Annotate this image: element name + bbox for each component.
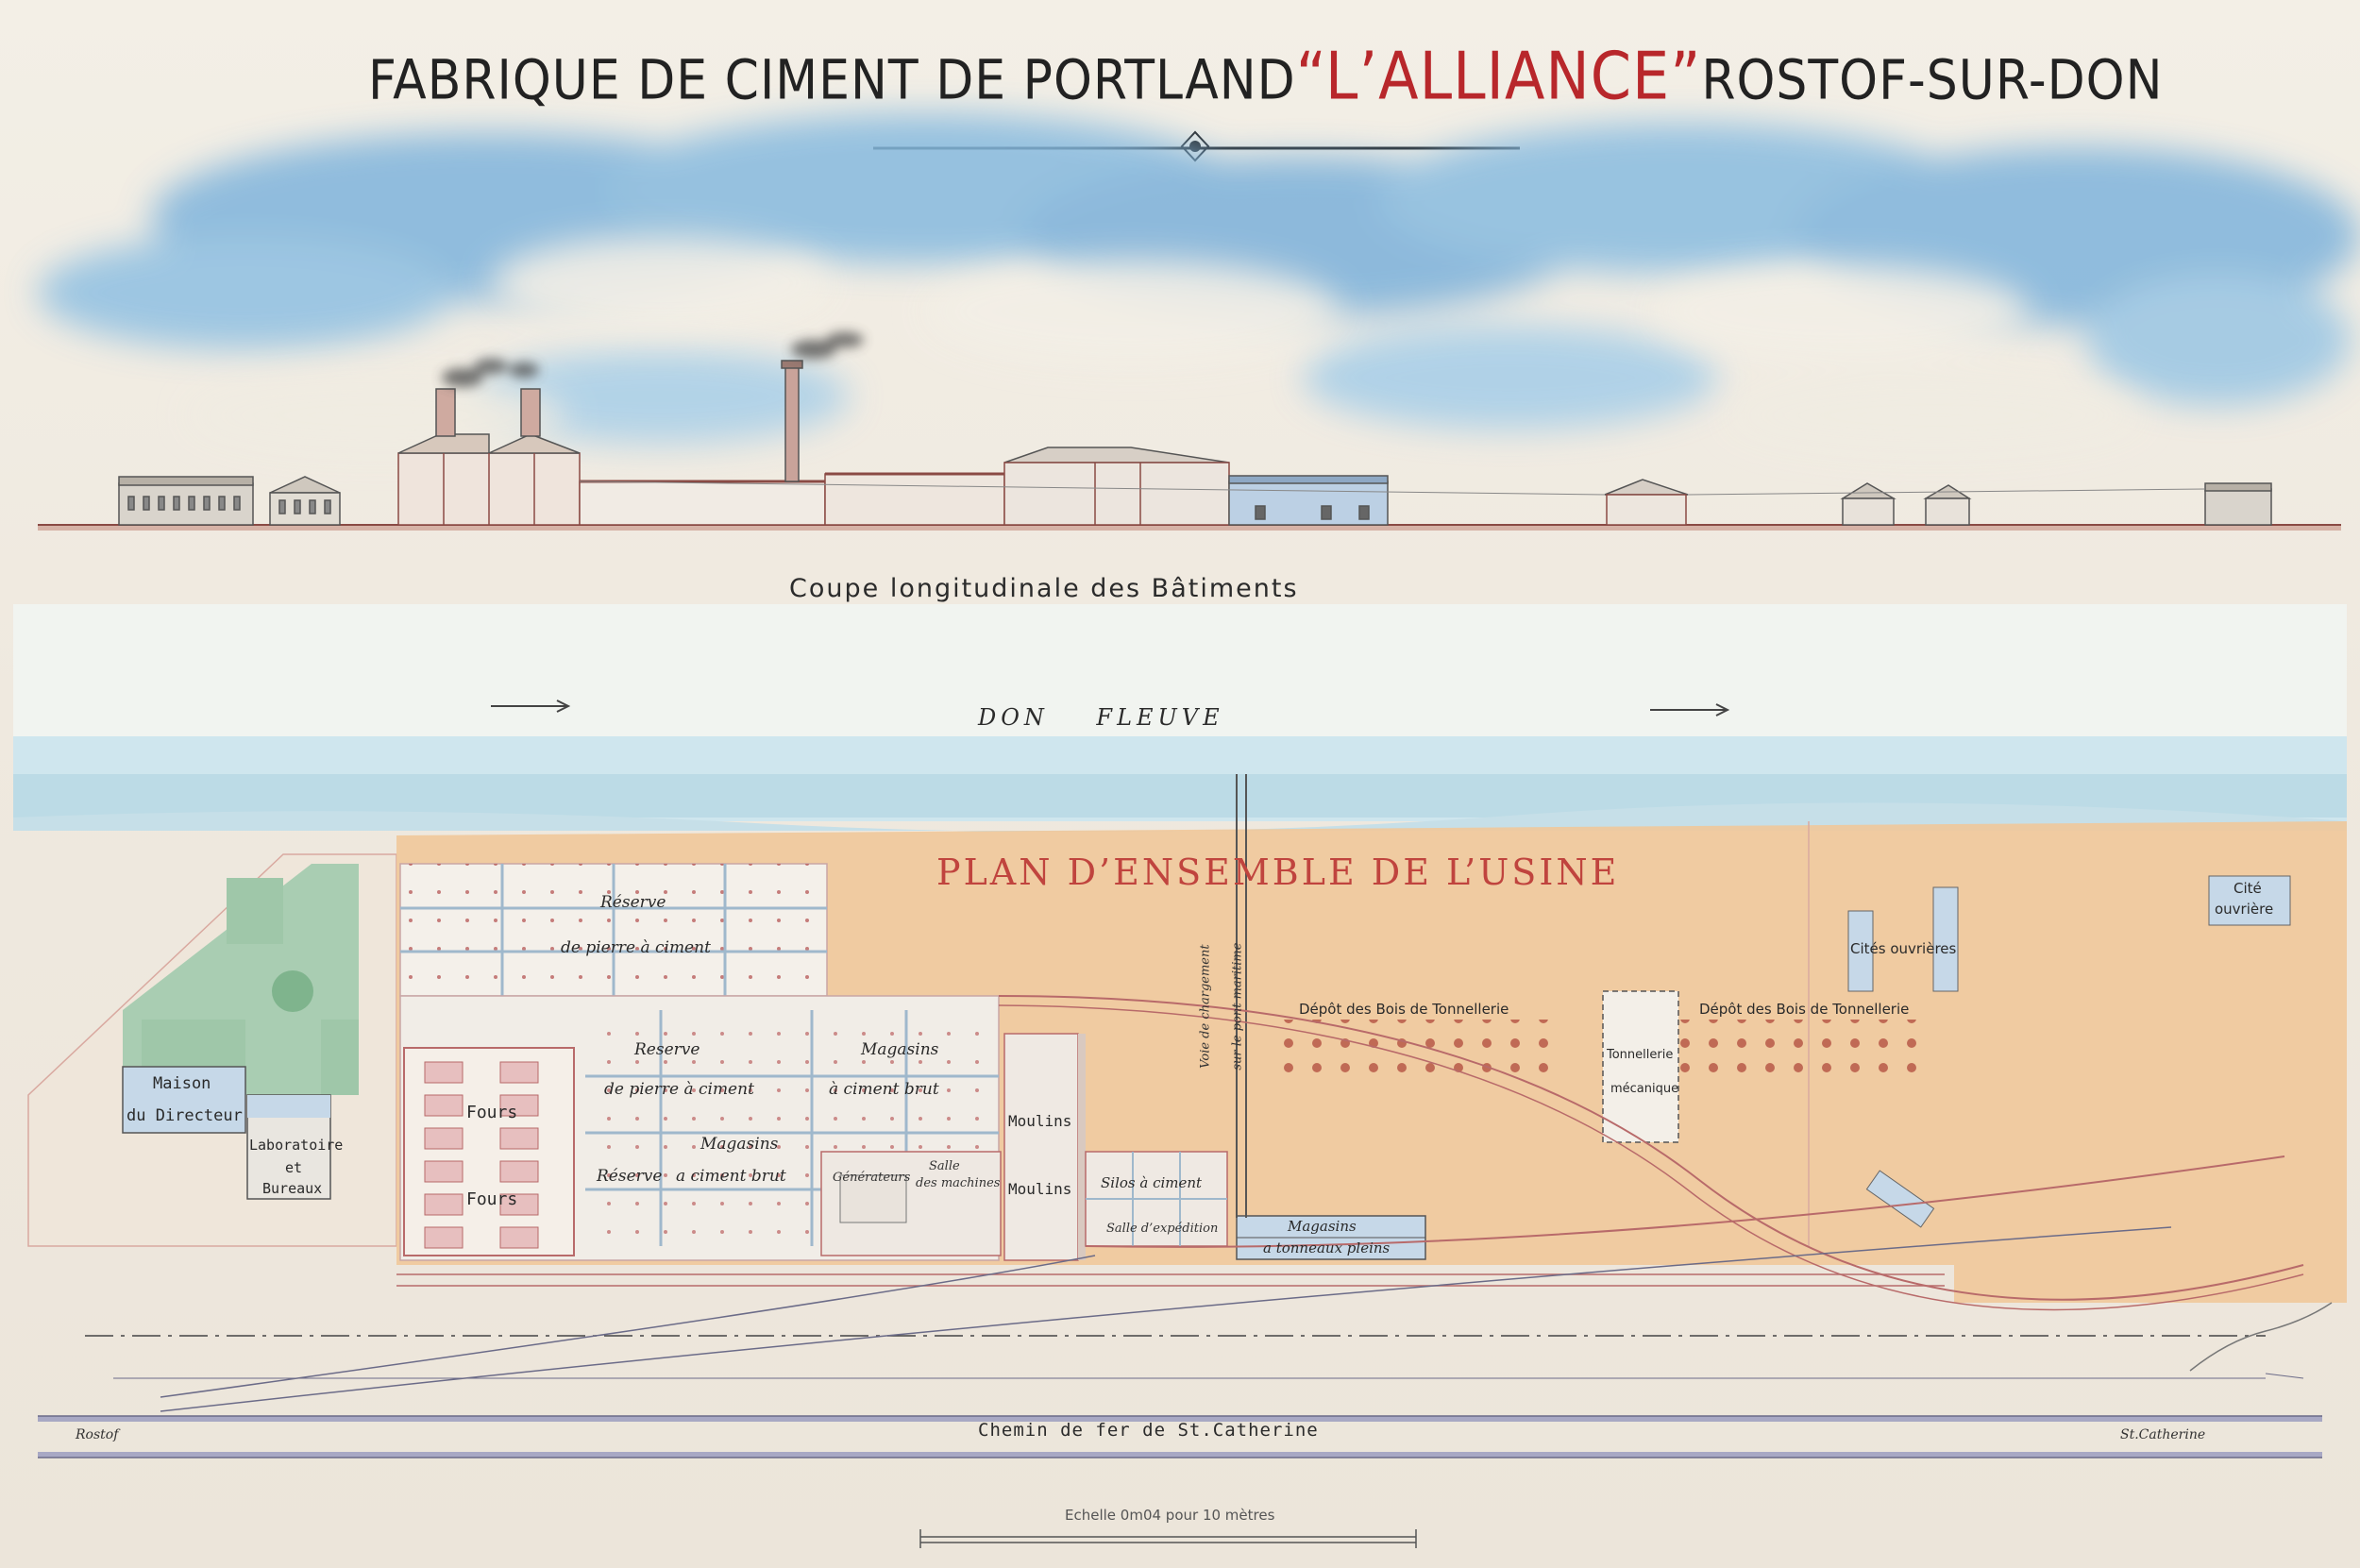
moulins-block	[1003, 1033, 1079, 1261]
label-reserve-top-1: Réserve	[600, 893, 666, 912]
label-reserve-mid-2: de pierre à ciment	[604, 1080, 754, 1099]
label-tonnellerie-1: Tonnellerie	[1607, 1048, 1674, 1062]
title-name: “L’ALLIANCE”	[1295, 37, 1702, 115]
signature	[2189, 1302, 2333, 1372]
label-labo-1: Laboratoire	[249, 1137, 344, 1154]
label-maison-2: du Directeur	[126, 1106, 243, 1125]
label-fours-1: Fours	[466, 1103, 518, 1122]
label-voie-2: sur le pont maritime	[1230, 942, 1245, 1071]
label-cite-2: ouvrière	[2215, 901, 2274, 918]
label-depot-2: Dépôt des Bois de Tonnellerie	[1699, 1001, 1910, 1018]
label-labo-2: et	[285, 1159, 303, 1176]
kilns	[403, 1047, 575, 1256]
label-salle-machines-2: des machines	[916, 1176, 1001, 1190]
label-moulins-2: Moulins	[1008, 1180, 1072, 1198]
river-label: DON FLEUVE	[978, 704, 1224, 731]
section-caption: Coupe longitudinale des Bâtiments	[789, 574, 1299, 603]
scale-label: Echelle 0m04 pour 10 mètres	[1065, 1507, 1275, 1524]
label-cites: Cités ouvrières	[1850, 940, 1957, 957]
title-prefix: FABRIQUE DE CIMENT DE PORTLAND	[368, 48, 1296, 113]
label-maison-1: Maison	[153, 1074, 211, 1093]
plan-title: PLAN D’ENSEMBLE DE L’USINE	[936, 851, 1620, 893]
title-suffix: ROSTOF-SUR-DON	[1701, 48, 2164, 113]
sky-clouds	[189, 236, 2143, 453]
label-fours-2: Fours	[466, 1189, 518, 1209]
railway-label: Chemin de fer de St.Catherine	[978, 1420, 1319, 1441]
railway-left-label: Rostof	[76, 1427, 119, 1442]
label-reserve-mid-1: Reserve	[634, 1040, 700, 1059]
label-reserve-b: Réserve	[597, 1167, 663, 1186]
railway-right-label: St.Catherine	[2120, 1427, 2206, 1442]
maison-directeur-block	[122, 1066, 246, 1134]
label-reserve-top-2: de pierre à ciment	[561, 938, 711, 957]
label-salle-machines-1: Salle	[929, 1159, 960, 1173]
label-magasins-tonneaux-2: a tonneaux pleins	[1263, 1239, 1391, 1256]
label-depot-1: Dépôt des Bois de Tonnellerie	[1299, 1001, 1509, 1018]
cite-ouvriere-block	[2208, 875, 2291, 926]
label-tonnellerie-2: mécanique	[1610, 1082, 1679, 1096]
label-silos: Silos à ciment	[1101, 1174, 1203, 1191]
page-title: FABRIQUE DE CIMENT DE PORTLAND“L’ALLIANC…	[368, 38, 2164, 115]
river	[13, 604, 2347, 833]
railway	[38, 1226, 2322, 1458]
label-magasins-b2: a ciment brut	[676, 1167, 786, 1186]
garden	[123, 864, 359, 1095]
label-magasins-1: Magasins	[861, 1040, 939, 1059]
scale-bar	[919, 1529, 1417, 1548]
tonnellerie-block	[1602, 990, 1679, 1143]
smoke	[442, 332, 864, 387]
label-moulins-1: Moulins	[1008, 1112, 1072, 1130]
label-salle-expedition: Salle d’expédition	[1106, 1222, 1219, 1236]
label-generateurs: Générateurs	[833, 1171, 911, 1185]
label-magasins-b1: Magasins	[700, 1135, 779, 1154]
label-voie-1: Voie de chargement	[1198, 944, 1213, 1069]
label-cite-1: Cité	[2234, 880, 2262, 897]
label-magasins-2: à ciment brut	[829, 1080, 939, 1099]
label-labo-3: Bureaux	[262, 1180, 323, 1197]
site-plan	[27, 774, 2347, 1311]
section-ground	[38, 524, 2341, 531]
section-buildings	[118, 360, 2272, 526]
label-magasins-tonneaux-1: Magasins	[1288, 1218, 1357, 1235]
